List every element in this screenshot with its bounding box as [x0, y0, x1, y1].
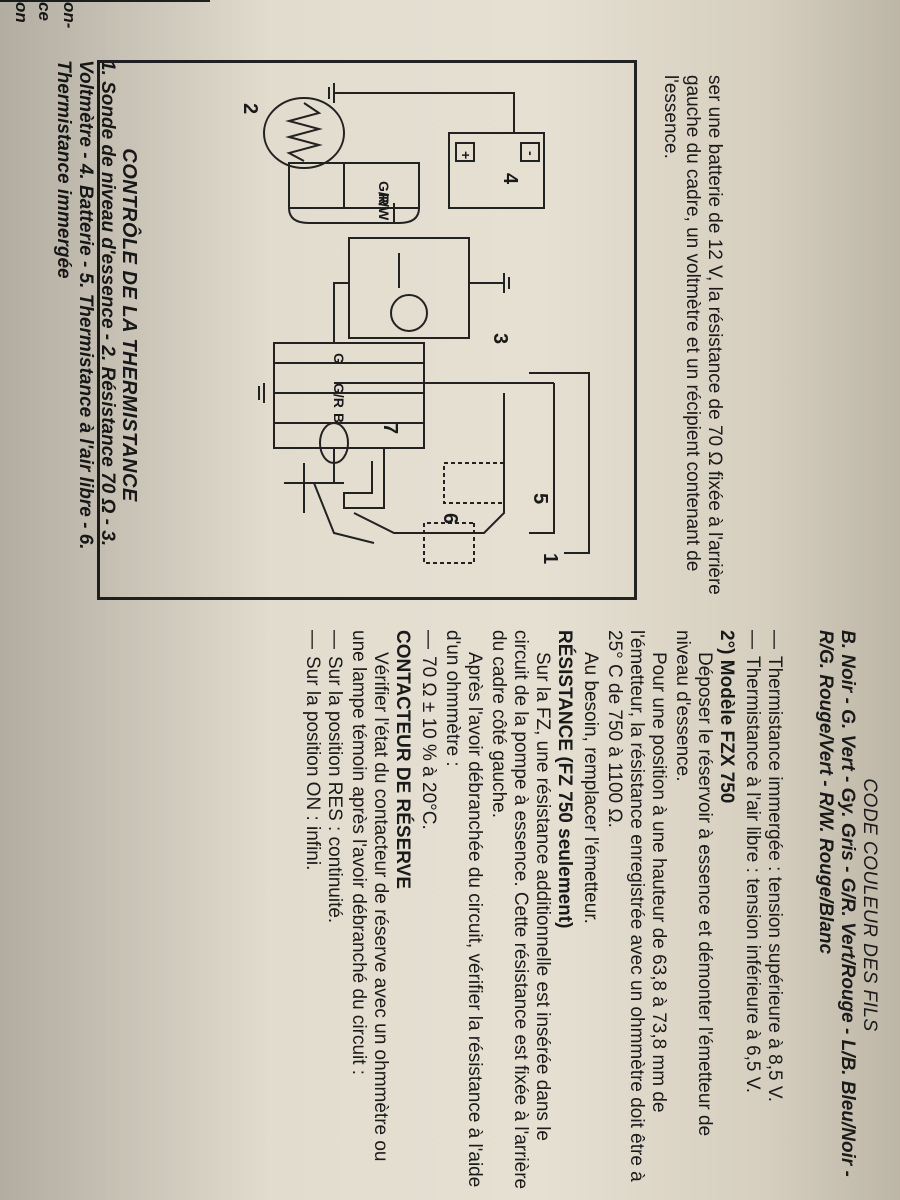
- paragraph-check: Après l'avoir débranchée du circuit, vér…: [442, 630, 485, 1188]
- model-heading: 2°) Modèle FZX 750: [716, 630, 737, 804]
- paragraph-depose: Déposer le réservoir à essence et démont…: [672, 630, 715, 1137]
- color-code-title: CODE COULEUR DES FILS: [859, 778, 880, 1032]
- label-n1: 1: [539, 553, 561, 564]
- paragraph-fz: Sur la FZ, une résistance additionnelle …: [488, 630, 553, 1190]
- label-b: B: [331, 413, 347, 423]
- bullet-on-position: —Sur la position ON : infini.: [302, 630, 323, 871]
- label-rw: R/W: [376, 193, 392, 221]
- cut-text-2: ce: [35, 2, 54, 21]
- bullet-resistance: —70 Ω ± 10 % à 20°C.: [418, 630, 439, 830]
- label-n4: 4: [499, 173, 521, 185]
- label-n7: 7: [379, 423, 401, 434]
- text-column: —Thermistance immergée : tension supérie…: [301, 630, 785, 1190]
- label-n3: 3: [489, 333, 511, 344]
- resistance-heading: RÉSISTANCE (FZ 750 seulement): [554, 630, 575, 929]
- label-minus: -: [523, 151, 539, 156]
- bullet-open-air: —Thermistance à l'air libre : tension in…: [742, 630, 763, 1093]
- cut-text-3: on: [12, 2, 31, 23]
- paragraph-position: Pour une position à une hauteur de 63,8 …: [604, 630, 669, 1182]
- label-plus: +: [458, 151, 474, 159]
- cut-text-1: on-: [60, 2, 79, 29]
- label-n5: 5: [529, 493, 551, 504]
- paragraph-replace: Au besoin, remplacer l'émetteur.: [580, 652, 601, 924]
- intro-paragraph: ser une batterie de 12 V, la résistance …: [660, 75, 725, 595]
- label-gr: G/R: [331, 383, 347, 408]
- paragraph-contact: Vérifier l'état du contacteur de réserve…: [348, 630, 391, 1162]
- contact-heading: CONTACTEUR DE RÉSERVE: [392, 630, 413, 889]
- color-code-section: CODE COULEUR DES FILS B. Noir - G. Vert …: [814, 630, 880, 1180]
- bullet-res-position: —Sur la position RES : continuité.: [324, 630, 345, 924]
- label-g: G: [331, 353, 347, 364]
- label-gr-top: G/R: [376, 181, 392, 206]
- color-code-list: B. Noir - G. Vert - Gy. Gris - G/R. Vert…: [815, 630, 858, 1177]
- label-n6: 6: [439, 513, 461, 524]
- label-n2: 2: [239, 103, 261, 114]
- bullet-immersed: —Thermistance immergée : tension supérie…: [764, 630, 785, 1103]
